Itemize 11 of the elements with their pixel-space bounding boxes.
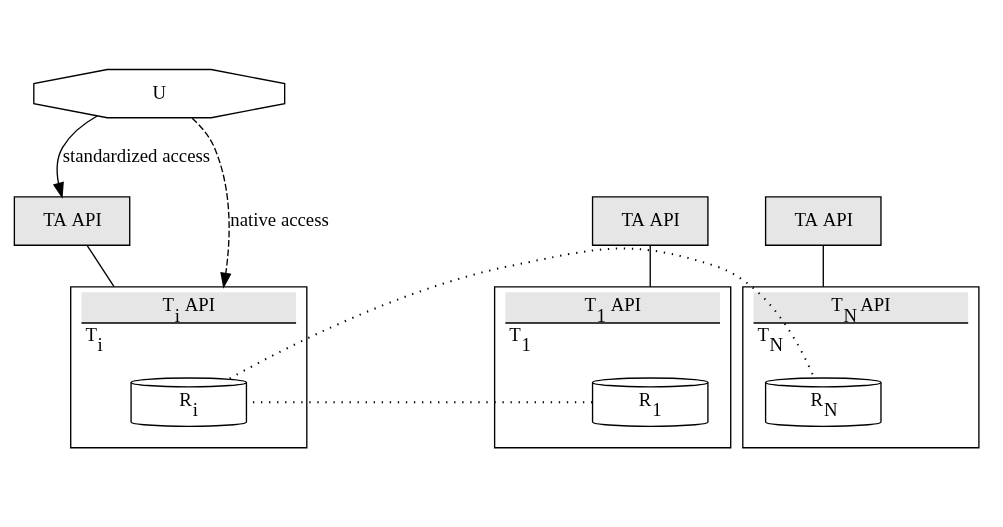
edge-label: standardized access xyxy=(62,144,210,166)
node-box: TA API xyxy=(764,195,882,246)
arrow xyxy=(191,117,231,289)
connector xyxy=(228,247,815,379)
node-box: TA API xyxy=(13,195,130,246)
node-box: TA API xyxy=(591,195,709,246)
edge-label: native access xyxy=(229,208,329,230)
connector xyxy=(822,244,824,287)
connector xyxy=(649,244,651,287)
arrow xyxy=(52,114,98,199)
connector xyxy=(85,244,115,287)
